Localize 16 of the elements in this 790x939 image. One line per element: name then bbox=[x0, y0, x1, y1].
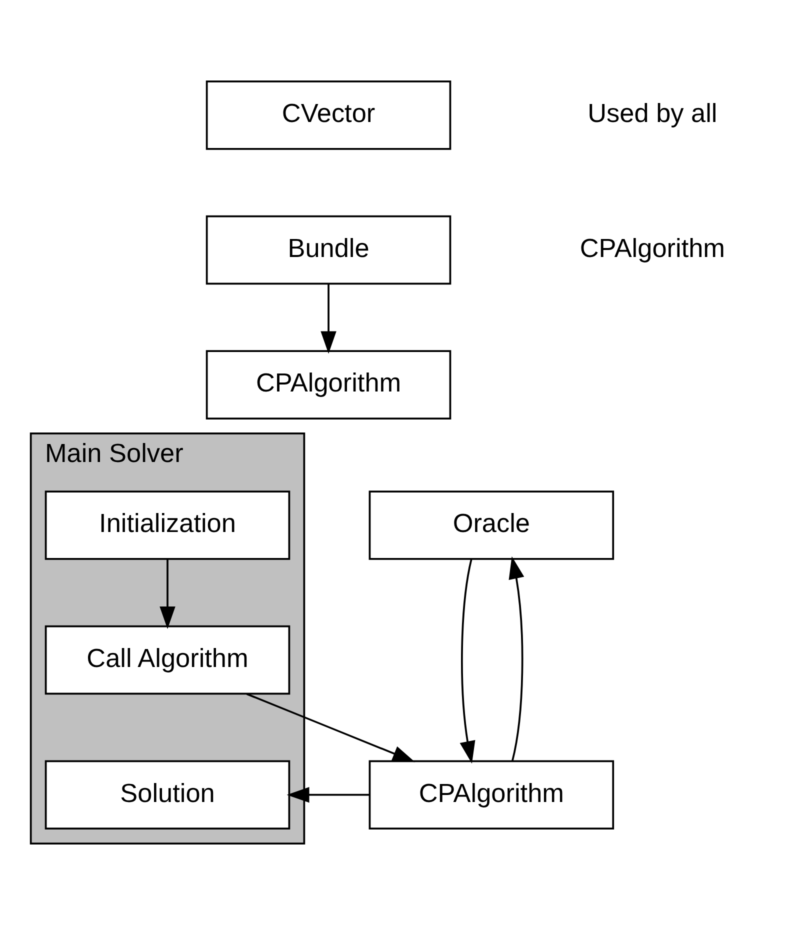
arrow bbox=[286, 786, 370, 802]
label: Used by all bbox=[588, 98, 718, 128]
node-box: Bundle bbox=[206, 214, 452, 284]
node-box: Initialization bbox=[44, 490, 290, 560]
node-box: CPAlgorithm bbox=[368, 760, 614, 829]
node-box: Oracle bbox=[368, 490, 614, 560]
node-box: CPAlgorithm bbox=[206, 350, 452, 419]
node-box: Call Algorithm bbox=[44, 624, 290, 694]
arrow bbox=[320, 284, 336, 354]
node-box: CVector bbox=[206, 80, 452, 150]
arrow bbox=[246, 692, 416, 762]
arrow bbox=[460, 558, 476, 764]
node-box: Solution bbox=[44, 760, 290, 829]
label: CPAlgorithm bbox=[580, 232, 726, 262]
arrow bbox=[508, 556, 524, 760]
arrow bbox=[160, 559, 176, 628]
